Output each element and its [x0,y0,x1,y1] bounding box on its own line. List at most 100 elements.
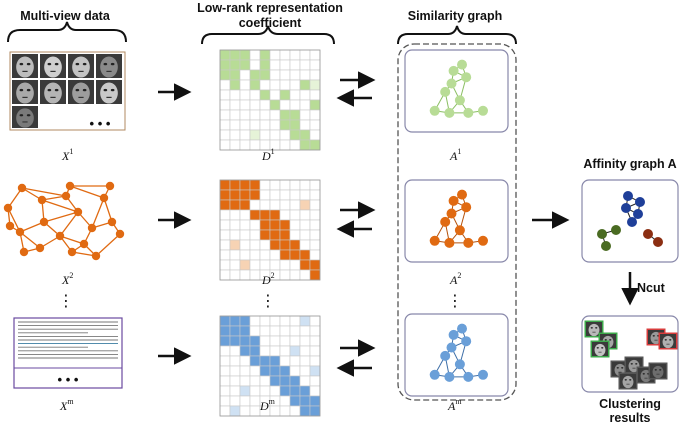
matrix-cell [259,69,271,81]
similarity-node [429,105,440,116]
clustered-face [590,340,610,358]
matrix-cell [269,99,281,111]
matrix-cell [309,239,321,251]
affinity-node-blue [635,197,645,207]
matrix-cell [249,375,261,387]
matrix-cell [309,139,321,151]
affinity-node-red [653,237,663,247]
matrix-cell [239,239,251,251]
network-node [35,243,45,253]
matrix-cell [239,79,251,91]
matrix-cell [269,355,281,367]
network-node [39,217,49,227]
matrix-cell [289,79,301,91]
similarity-node [444,237,455,248]
matrix-cell [309,345,321,357]
matrix-cell [299,69,311,81]
similarity-graph-a1 [429,59,488,118]
matrix-cell [229,189,241,201]
affinity-header: Affinity graph A [583,157,676,171]
matrix-cell [269,89,281,101]
matrix-cell [249,315,261,327]
arrows-d1-a1 [336,71,376,107]
matrix-cell [289,219,301,231]
matrix-cell [289,59,301,71]
similarity-node [461,202,472,213]
matrix-cell [239,109,251,121]
face-thumbnail [40,80,66,104]
matrix-cell [229,395,241,407]
matrix-cell [229,129,241,141]
matrix-cell [239,209,251,221]
matrix-cell [229,375,241,387]
matrix-cell [299,109,311,121]
affinity-node-green [611,225,621,235]
face-image-grid [9,51,126,131]
clustered-face [618,372,638,390]
matrix-cell [299,315,311,327]
matrix-cell [249,119,261,131]
matrix-cell [279,365,291,377]
x2-label: X2 [61,271,73,287]
matrix-cell [269,129,281,141]
matrix-cell [279,219,291,231]
matrix-cell [229,385,241,397]
affinity-node-green [597,229,607,239]
matrix-cell [289,259,301,271]
matrix-cell [289,109,301,121]
matrix-cell [259,365,271,377]
matrix-cell [229,365,241,377]
matrix-cell [279,325,291,337]
matrix-cell [229,405,241,417]
matrix-cell [259,59,271,71]
matrix-cell [219,129,231,141]
matrix-cell [249,129,261,141]
matrix-cell [299,89,311,101]
matrix-cell [269,239,281,251]
matrix-cell [269,259,281,271]
matrix-cell [249,365,261,377]
matrix-cell [239,129,251,141]
matrix-cell [309,89,321,101]
matrix-cell [299,199,311,211]
clustered-face [648,362,668,380]
matrix-cell [289,385,301,397]
matrix-cell [299,179,311,191]
similarity-header: Similarity graph [408,9,502,23]
matrix-cell [229,269,241,281]
matrix-cell [219,365,231,377]
matrix-cell [219,89,231,101]
matrix-cell [249,49,261,61]
matrix-cell [259,345,271,357]
matrix-cell [299,345,311,357]
matrix-cell [259,315,271,327]
matrix-cell [239,325,251,337]
matrix-cell [299,249,311,261]
matrix-cell [259,249,271,261]
network-node [91,251,101,261]
matrix-cell [249,259,261,271]
matrix-cell [259,325,271,337]
similarity-node [446,342,457,353]
matrix-cell [299,219,311,231]
matrix-cell [279,335,291,347]
matrix-cell [259,109,271,121]
matrix-cell [249,269,261,281]
face-thumbnail [12,80,38,104]
matrix-cell [239,405,251,417]
matrix-cell [309,325,321,337]
face-thumbnail [96,54,122,78]
network-graph [3,181,125,261]
affinity-node-blue [627,217,637,227]
matrix-cell [309,209,321,221]
matrix-cell [229,99,241,111]
matrix-cell [239,365,251,377]
matrix-cell [229,139,241,151]
matrix-cell [279,405,291,417]
matrix-cell [259,239,271,251]
matrix-cell [309,79,321,91]
text-document: • • • [13,317,123,389]
matrix-cell [289,315,301,327]
matrix-cell [259,335,271,347]
matrix-cell [299,129,311,141]
